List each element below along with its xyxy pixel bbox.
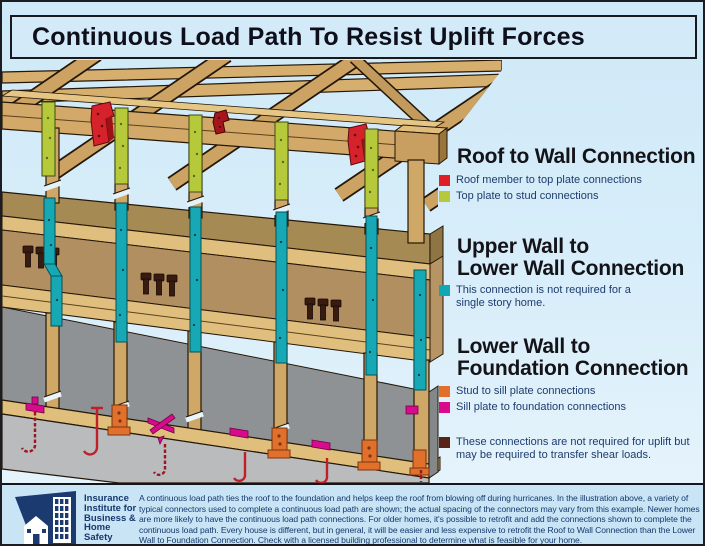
top-plate-end-block: [393, 124, 449, 165]
heading-upper-wall-line2: Lower Wall Connection: [457, 257, 685, 280]
ibhs-logo-text: Insurance Institute for Business & Home …: [84, 493, 137, 544]
legend-lower-wall: Stud to sill plate connections Sill plat…: [439, 385, 626, 414]
strap-nail-holes: [47, 218, 423, 377]
hurricane-clip: [212, 109, 230, 135]
heading-lower-wall-line1: Lower Wall to: [457, 335, 591, 358]
legend-item: Roof member to top plate connections: [439, 174, 642, 187]
orange-swatch-icon: [439, 386, 450, 397]
legend-item: Top plate to stud connections: [439, 190, 642, 203]
heading-lower-wall-line2: Foundation Connection: [457, 357, 689, 380]
hurricane-clip: [90, 101, 115, 147]
magenta-swatch-icon: [439, 402, 450, 413]
legend-label: Roof member to top plate connections: [456, 174, 642, 186]
logo-line: Institute for: [84, 502, 137, 514]
heading-upper-wall-line1: Upper Wall to: [457, 235, 589, 258]
legend-item: Stud to sill plate connections: [439, 385, 626, 398]
legend-shear-note: These connections are not required for u…: [439, 436, 690, 462]
legend-label: These connections are not required for u…: [456, 436, 690, 461]
legend-label: Top plate to stud connections: [456, 190, 599, 202]
legend-item: Sill plate to foundation connections: [439, 401, 626, 414]
sill-anchor-connector: [25, 396, 419, 451]
legend-label: Stud to sill plate connections: [456, 385, 596, 397]
legend-roof-to-wall: Roof member to top plate connections Top…: [439, 174, 642, 203]
brown-swatch-icon: [439, 437, 450, 448]
strap-nail-holes: [45, 116, 375, 194]
load-path-illustration: [2, 60, 502, 483]
green-swatch-icon: [439, 191, 450, 202]
legend-label: Sill plate to foundation connections: [456, 401, 627, 413]
legend-item: This connection is not required for a si…: [439, 284, 631, 310]
page-title: Continuous Load Path To Resist Uplift Fo…: [32, 22, 585, 51]
ibhs-logo: Insurance Institute for Business & Home …: [14, 490, 137, 544]
footer-bar: Insurance Institute for Business & Home …: [2, 483, 703, 546]
legend-label: This connection is not required for a si…: [456, 284, 631, 309]
heading-roof-to-wall: Roof to Wall Connection: [457, 145, 696, 168]
logo-line: Business &: [84, 512, 136, 524]
logo-line: Home: [84, 522, 111, 534]
legend-item: These connections are not required for u…: [439, 436, 690, 462]
foundation-right-face: [428, 385, 439, 479]
legend-upper-wall: This connection is not required for a si…: [439, 284, 631, 310]
footer-paragraph: A continuous load path ties the roof to …: [139, 493, 700, 546]
teal-swatch-icon: [439, 285, 450, 296]
logo-line: Safety: [84, 532, 113, 544]
ibhs-flag-icon: [15, 491, 76, 544]
stud-to-sill-connector: [107, 404, 430, 476]
anchor-bolt: [20, 406, 423, 483]
plate-to-stud-strap: [41, 101, 379, 209]
logo-line: Insurance: [84, 493, 129, 504]
wall-to-wall-strap: [43, 197, 427, 391]
red-swatch-icon: [439, 175, 450, 186]
title-bar: Continuous Load Path To Resist Uplift Fo…: [10, 15, 697, 59]
